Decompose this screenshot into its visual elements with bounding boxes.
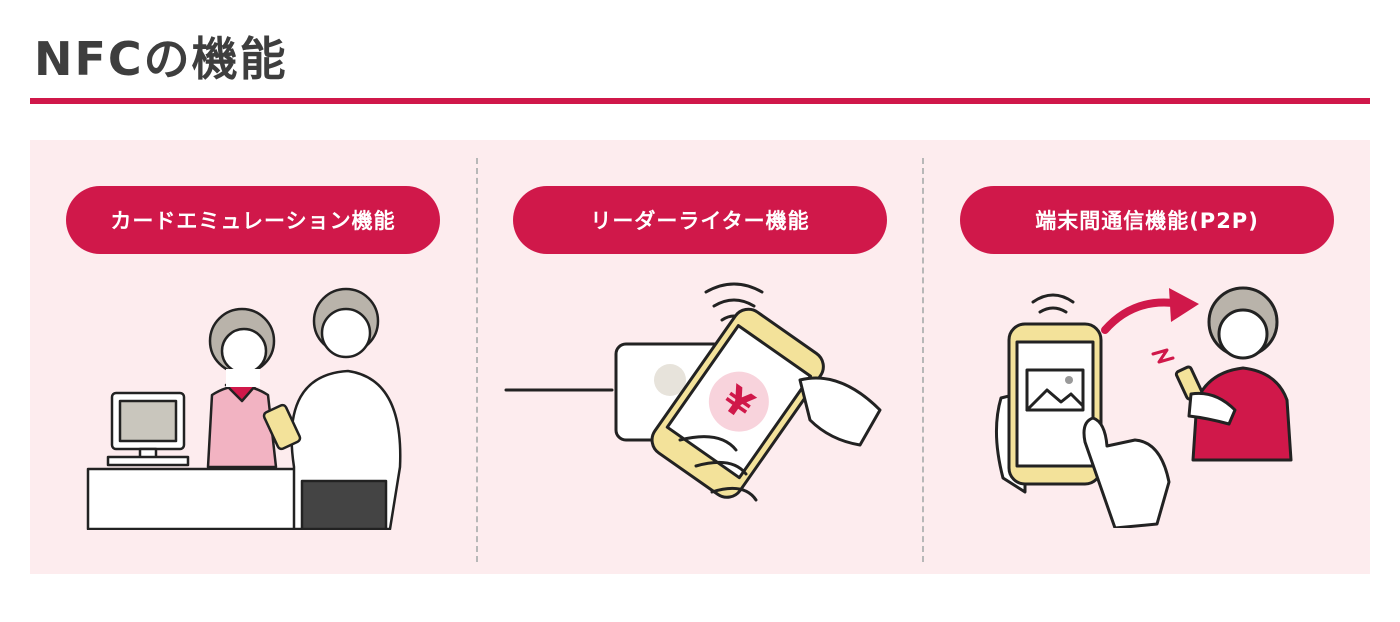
shop-card-payment-icon <box>86 287 402 530</box>
column-divider <box>476 158 478 562</box>
phone-reader-payment-icon: ¥ <box>504 282 882 502</box>
page-title: NFCの機能 <box>34 32 288 86</box>
feature-label-p2p: 端末間通信機能(P2P) <box>960 186 1334 254</box>
feature-label-reader-writer: リーダーライター機能 <box>513 186 887 254</box>
feature-label-card-emulation: カードエミュレーション機能 <box>66 186 440 254</box>
column-divider <box>922 158 924 562</box>
title-underline <box>30 98 1370 104</box>
phone-to-phone-transfer-icon <box>995 286 1293 528</box>
